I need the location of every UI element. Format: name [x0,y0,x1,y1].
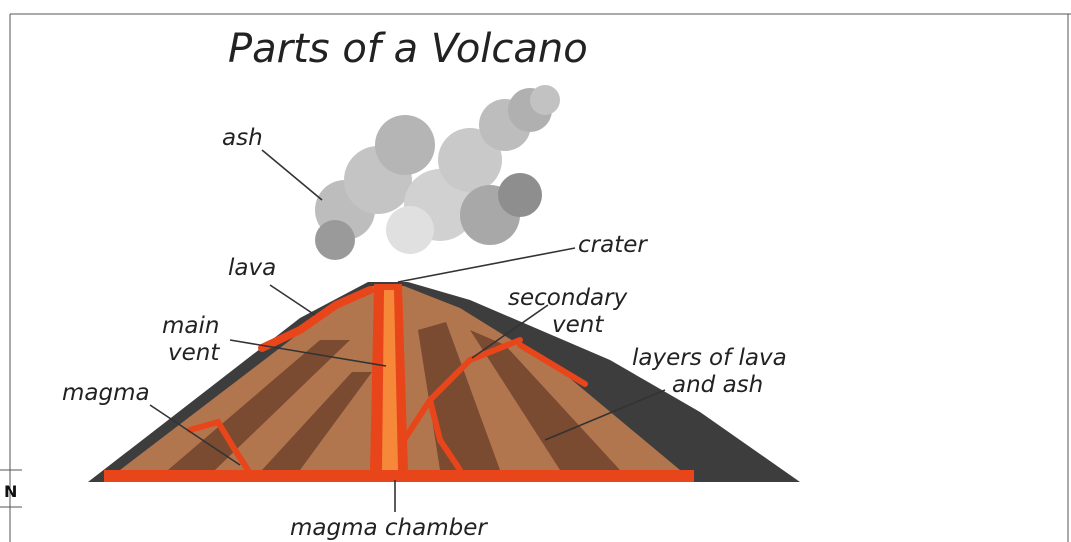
ash-cloud [315,85,560,260]
label-secondary-vent-line1: secondary [508,285,628,311]
leader-crater [398,248,575,282]
label-crater: crater [578,232,648,258]
label-secondary-vent-line2: vent [552,312,604,338]
label-magma: magma [62,380,150,406]
label-lava: lava [228,255,276,281]
leader-lava [270,285,315,315]
edge-glyph: N [4,482,17,501]
label-main-vent-line2: vent [168,340,220,366]
lava-base-strip [104,470,694,482]
label-layers-line1: layers of lava [632,345,787,371]
label-main-vent-line1: main [162,313,219,339]
label-magma-chamber: magma chamber [290,515,488,541]
diagram-title: Parts of a Volcano [228,26,588,72]
label-layers-line2: and ash [672,372,763,398]
leader-ash [262,150,322,200]
label-ash: ash [222,125,263,151]
